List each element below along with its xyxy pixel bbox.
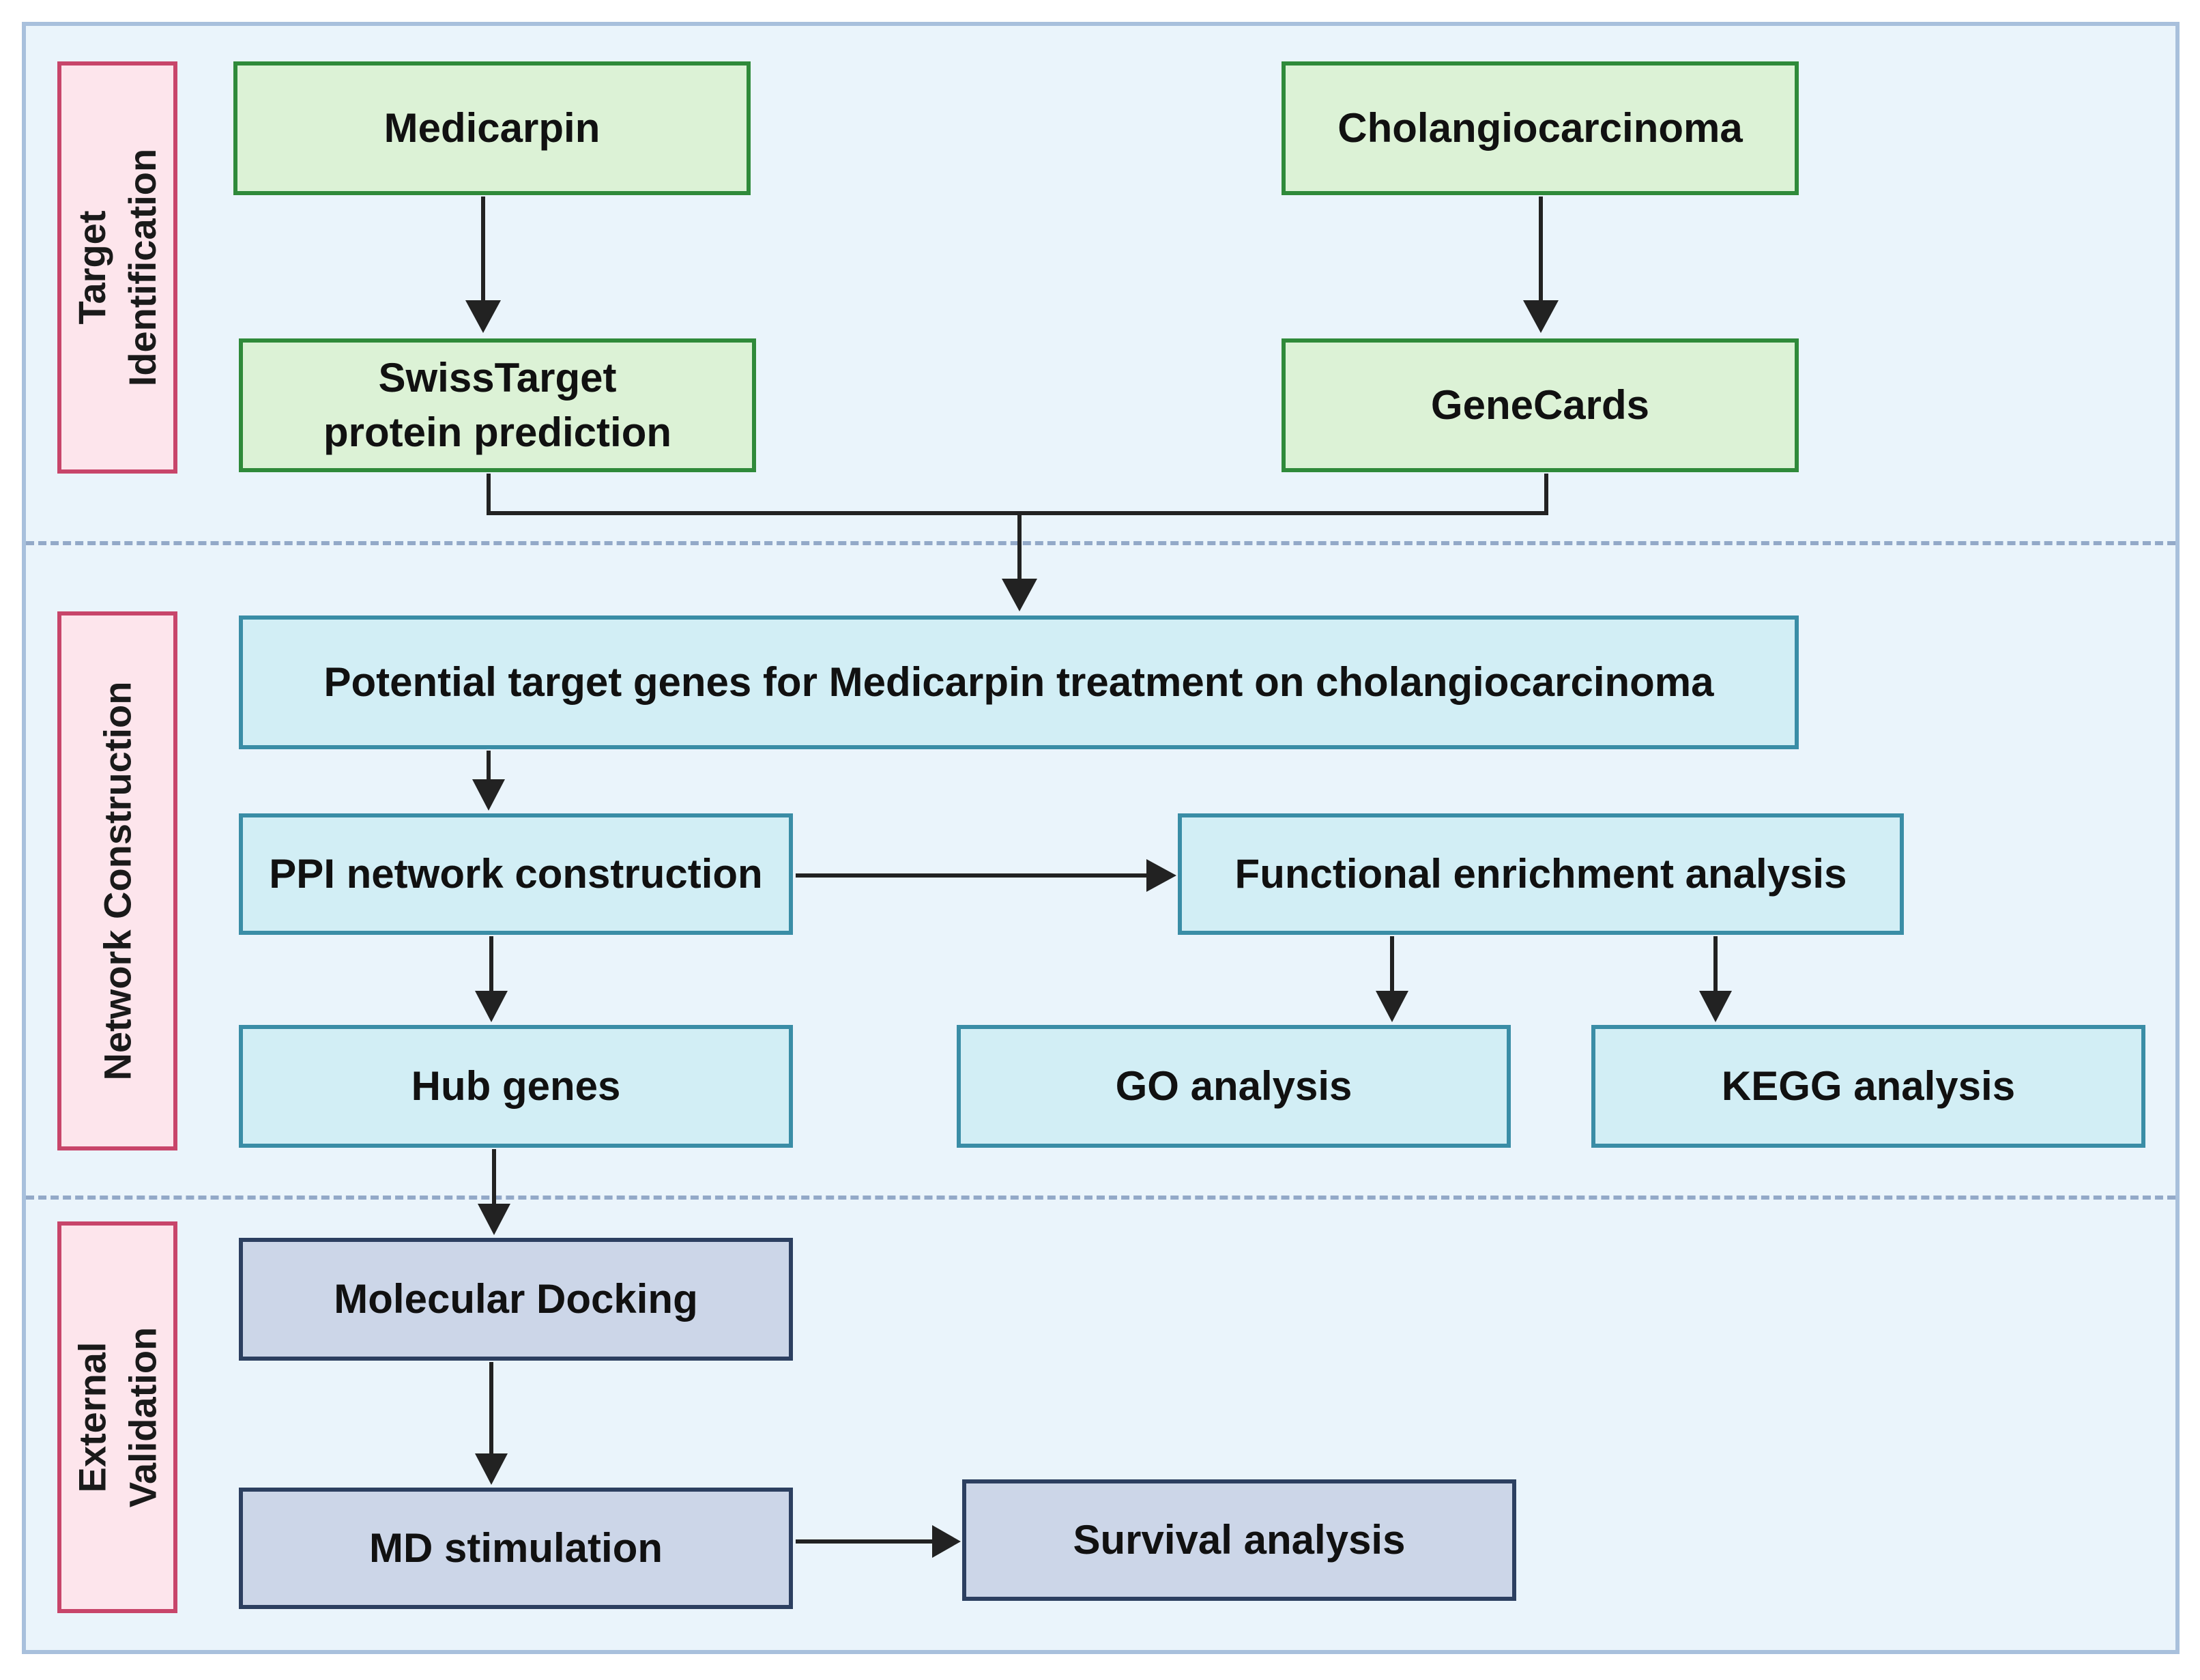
arrowhead [465,300,501,333]
node-md-stimulation: MD stimulation [239,1488,793,1609]
section-divider-2 [26,1196,2175,1200]
arrowhead [472,779,505,811]
node-functional-enrichment: Functional enrichment analysis [1178,813,1904,935]
arrowhead [1376,991,1408,1022]
node-swisstarget: SwissTarget protein prediction [239,338,756,472]
arrowhead [475,1453,508,1485]
node-go-analysis: GO analysis [957,1025,1511,1148]
arrowhead [475,991,508,1022]
section-label-external-validation: External Validation [57,1221,177,1613]
connector-merge [487,474,1548,515]
arrowhead [1699,991,1732,1022]
arrowhead [478,1204,510,1235]
arrowhead [932,1525,961,1558]
arrowhead [1523,300,1559,333]
section-label-network-construction: Network Construction [57,611,177,1150]
section-divider-1 [26,541,2175,545]
arrowhead [1002,579,1037,611]
section-label-target-identification: Target Identification [57,61,177,474]
arrowhead [1146,859,1176,892]
node-genecards: GeneCards [1282,338,1799,472]
node-potential-target-genes: Potential target genes for Medicarpin tr… [239,615,1799,749]
node-kegg-analysis: KEGG analysis [1591,1025,2145,1148]
node-molecular-docking: Molecular Docking [239,1238,793,1361]
node-cholangiocarcinoma: Cholangiocarcinoma [1282,61,1799,195]
node-survival-analysis: Survival analysis [962,1479,1516,1601]
node-medicarpin: Medicarpin [233,61,751,195]
node-hub-genes: Hub genes [239,1025,793,1148]
node-ppi-network: PPI network construction [239,813,793,935]
